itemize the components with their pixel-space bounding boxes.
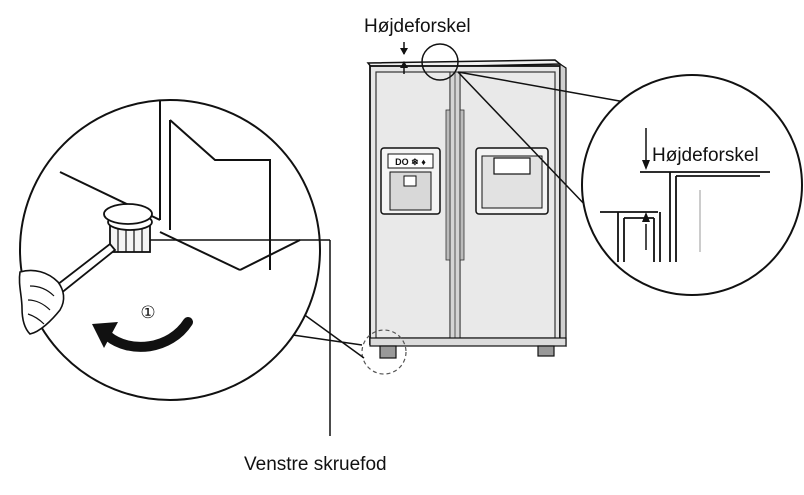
refrigerator: DO ❄ ♦ [361,43,567,375]
right-foot [537,345,555,357]
curved-arrow-counterclockwise-icon [92,317,193,352]
left-screw-foot-label: Venstre skruefod [244,454,387,475]
hand-holding-wrench-icon [18,242,117,335]
foot-detail-circle [361,329,407,375]
height-difference-label-top: Højdeforskel [364,16,471,37]
left-foot [379,345,397,359]
screw-foot-callout-line [150,239,331,436]
step-number: ① [140,303,155,322]
zoom-bubble-height [457,71,803,296]
top-height-marker [400,42,408,74]
svg-text:DO ❄ ♦: DO ❄ ♦ [395,157,426,167]
top-detail-circle [421,43,459,81]
zoom-bubble-foot [19,99,365,401]
height-difference-label-zoom: Højdeforskel [652,145,759,166]
